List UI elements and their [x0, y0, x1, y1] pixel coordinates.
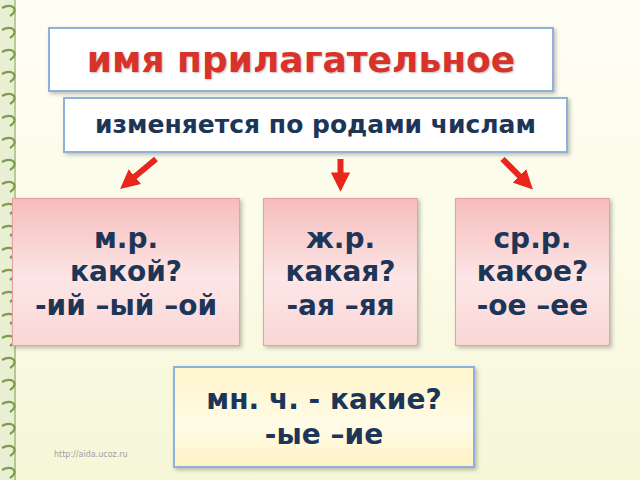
node-text: какое? [477, 255, 588, 288]
node-text: -ые –ие [265, 417, 383, 452]
binding-ring [2, 358, 15, 368]
plural-box: мн. ч. - какие?-ые –ие [173, 366, 475, 468]
node-text: -ая –яя [286, 289, 394, 322]
arrow [126, 159, 156, 184]
binding-ring [2, 446, 15, 456]
arrow [338, 159, 344, 184]
title-box: имя прилагательное [48, 27, 554, 92]
property-box: изменяется по родами числам [63, 97, 568, 153]
binding-ring [2, 160, 15, 170]
binding-ring [2, 138, 15, 148]
gender-box: м.р.какой?-ий –ый –ой [12, 198, 240, 346]
node-text: какой? [70, 255, 182, 288]
binding-ring [2, 424, 15, 434]
binding-ring [2, 50, 15, 60]
binding-ring [2, 380, 15, 390]
node-text: ср.р. [494, 222, 572, 255]
binding-ring [2, 28, 15, 38]
node-text: мн. ч. - какие? [206, 382, 441, 417]
binding-ring [2, 182, 15, 192]
node-text: какая? [285, 255, 395, 288]
node-text: ж.р. [306, 222, 375, 255]
binding-ring [2, 116, 15, 126]
binding-ring [2, 6, 15, 16]
node-text: м.р. [94, 222, 158, 255]
gender-box: ж.р.какая?-ая –яя [263, 198, 418, 346]
gender-box: ср.р.какое?-ое –ее [455, 198, 610, 346]
node-text: -ое –ее [477, 289, 589, 322]
arrow [503, 159, 528, 184]
node-text: изменяется по родами числам [95, 111, 536, 139]
binding-ring [2, 72, 15, 82]
watermark: http://aida.ucoz.ru [54, 450, 128, 459]
node-text: -ий –ый –ой [35, 289, 217, 322]
binding-ring [2, 94, 15, 104]
binding-ring [2, 402, 15, 412]
title-text: имя прилагательное [87, 39, 515, 80]
binding-ring [2, 468, 15, 478]
